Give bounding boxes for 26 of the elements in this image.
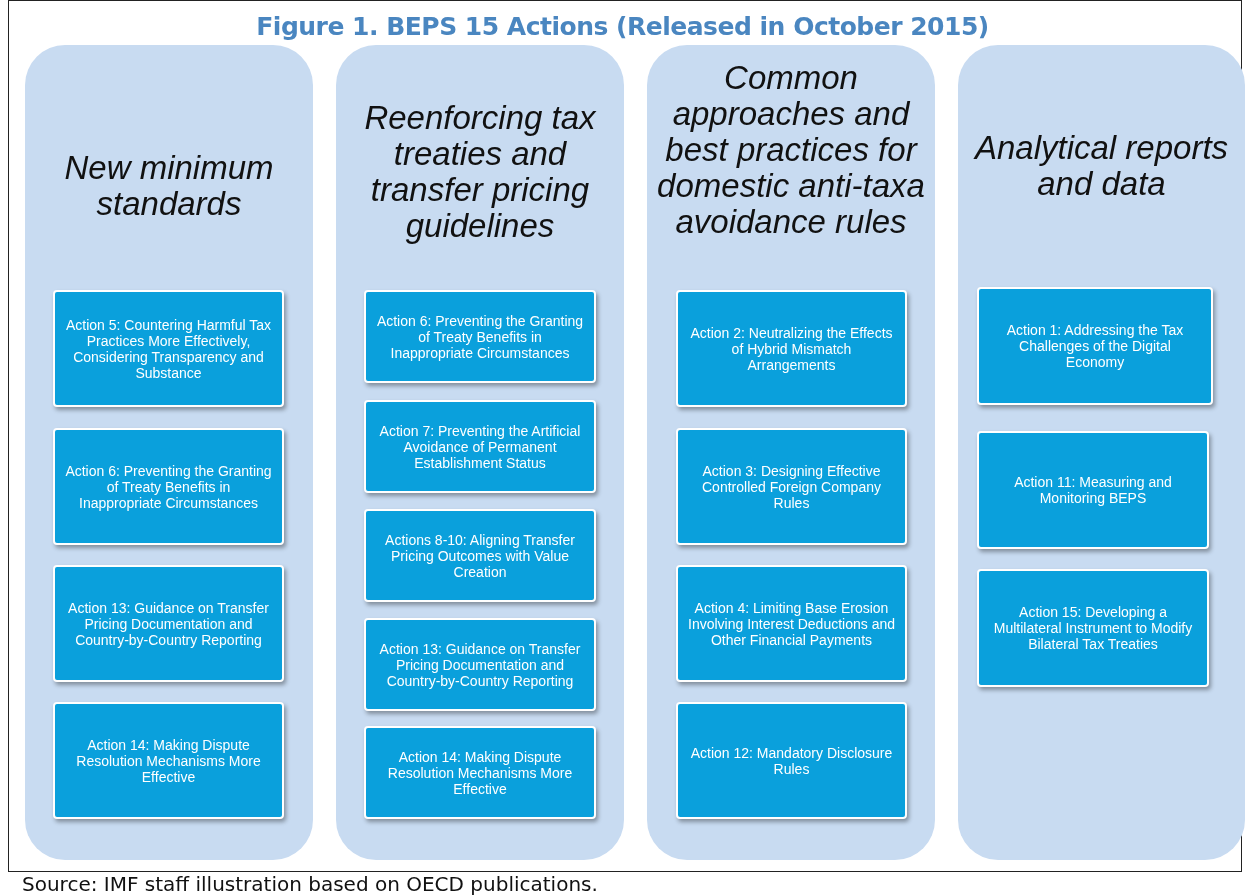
column-heading: New minimum standards (63, 150, 275, 222)
action-box: Action 15: Developing a Multilateral Instrument to Modify Bilateral Tax Treaties (977, 569, 1209, 687)
action-box: Action 12: Mandatory Disclosure Rules (676, 702, 907, 819)
column-panel (336, 45, 624, 860)
action-box: Action 6: Preventing the Granting of Treaty Benefits in Inappropriate Circumstances (53, 428, 284, 545)
column-panel (647, 45, 935, 860)
source-note: Source: IMF staff illustration based on OECD publications. (22, 872, 598, 896)
column-panel (25, 45, 313, 860)
column-heading: Common approaches and best practices for domestic anti-taxa avoidance rules (656, 60, 926, 240)
action-box: Action 3: Designing Effective Controlled Foreign Company Rules (676, 428, 907, 545)
action-box: Action 11: Measuring and Monitoring BEPS (977, 431, 1209, 549)
action-box: Action 2: Neutralizing the Effects of Hybrid Mismatch Arrangements (676, 290, 907, 407)
action-box: Action 7: Preventing the Artificial Avoidance of Permanent Establishment Status (364, 400, 596, 493)
action-box: Action 6: Preventing the Granting of Treaty Benefits in Inappropriate Circumstances (364, 290, 596, 383)
figure-title: Figure 1. BEPS 15 Actions (Released in October 2015) (255, 12, 990, 41)
column-heading: Reenforcing tax treaties and transfer pricing guidelines (363, 100, 597, 244)
action-box: Action 13: Guidance on Transfer Pricing Documentation and Country-by-Country Reporting (53, 565, 284, 682)
action-box: Action 13: Guidance on Transfer Pricing Documentation and Country-by-Country Reporting (364, 618, 596, 711)
action-box: Action 4: Limiting Base Erosion Involving Interest Deductions and Other Financial Payments (676, 565, 907, 682)
action-box: Action 5: Countering Harmful Tax Practices More Effectively, Considering Transparency and Substance (53, 290, 284, 407)
action-box: Action 1: Addressing the Tax Challenges of the Digital Economy (977, 287, 1213, 405)
action-box: Action 14: Making Dispute Resolution Mechanisms More Effective (53, 702, 284, 819)
action-box: Action 14: Making Dispute Resolution Mechanisms More Effective (364, 726, 596, 819)
action-box: Actions 8-10: Aligning Transfer Pricing Outcomes with Value Creation (364, 509, 596, 602)
column-heading: Analytical reports and data (972, 130, 1230, 202)
column-panel (958, 45, 1245, 860)
